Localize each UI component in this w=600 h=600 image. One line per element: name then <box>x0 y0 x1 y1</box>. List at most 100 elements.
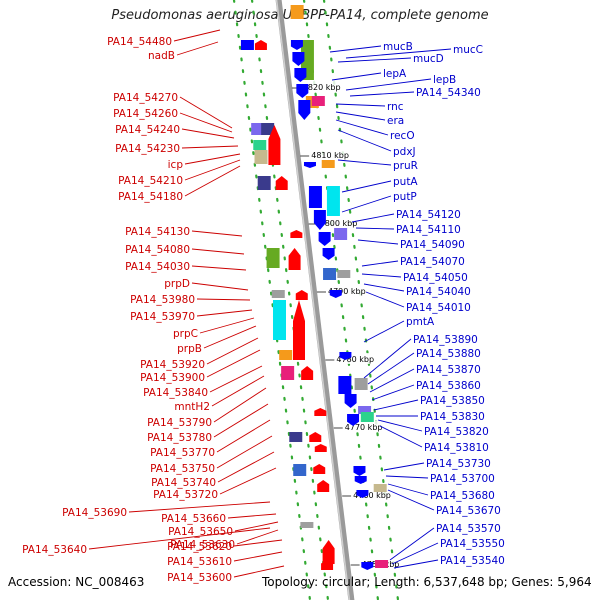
gene-block <box>373 484 387 492</box>
gene-block <box>308 186 322 208</box>
gene-label-right: PA14_54110 <box>396 224 461 236</box>
gene-leader-line <box>361 260 399 267</box>
gene-label-right: PA14_53730 <box>426 458 491 470</box>
gene-label-right: PA14_53570 <box>436 523 501 535</box>
gene-arrow <box>322 248 335 260</box>
gene-leader-line <box>191 265 247 271</box>
gene-arrow <box>317 480 330 492</box>
accession-label: Accession: NC_008463 <box>8 575 145 589</box>
gene-arrow <box>322 540 335 564</box>
gene-label-right: mucD <box>413 53 444 65</box>
gene-block <box>300 522 314 528</box>
gene-leader-line <box>349 91 415 97</box>
gene-label-right: lepB <box>433 74 456 86</box>
gene-label-left: prpD <box>164 278 190 290</box>
gene-label-left: PA14_54480 <box>107 36 172 48</box>
gene-label-right: PA14_53880 <box>416 348 481 360</box>
gene-label-left: PA14_53770 <box>150 447 215 459</box>
genome-backbone <box>275 0 355 600</box>
gene-label-right: pdxJ <box>393 146 416 158</box>
gene-leader-line <box>337 159 392 166</box>
gene-block <box>261 123 275 135</box>
gene-block <box>240 40 254 50</box>
gene-leader-line <box>206 349 261 378</box>
gene-arrow <box>361 562 374 570</box>
gene-leader-line <box>196 298 251 301</box>
gene-block <box>257 176 271 190</box>
gene-arrow <box>254 40 267 50</box>
gene-leader-line <box>217 451 275 483</box>
gene-leader-line <box>377 419 423 432</box>
gene-label-left: PA14_53920 <box>140 359 205 371</box>
gene-label-left: PA14_53650 <box>168 526 233 538</box>
gene-leader-line <box>233 565 285 578</box>
genome-backbone-highlight <box>275 0 351 600</box>
gene-label-right: PA14_54120 <box>396 209 461 221</box>
gene-leader-line <box>355 227 395 230</box>
gene-arrow <box>288 248 301 270</box>
gene-leader-line <box>184 153 241 165</box>
gene-label-right: putP <box>393 191 417 203</box>
kbp-tick-label: 4780 kbp <box>336 355 374 364</box>
kbp-tick-bg <box>342 421 383 432</box>
gene-block <box>293 464 307 476</box>
gene-leader-line <box>387 483 429 496</box>
gene-block <box>354 378 368 390</box>
gene-block <box>334 228 348 240</box>
gene-label-right: PA14_53700 <box>430 473 495 485</box>
gene-label-left: icp <box>168 159 184 171</box>
gene-arrow <box>314 444 327 452</box>
kbp-tick-label: 4770 kbp <box>345 423 383 432</box>
gene-label-right: rnc <box>387 101 404 113</box>
gene-arrow <box>275 176 288 190</box>
kbp-tick-bg <box>351 489 392 500</box>
gene-label-left: PA14_53740 <box>151 477 216 489</box>
gene-leader-line <box>335 103 386 107</box>
gene-arrow <box>313 210 326 230</box>
gene-leader-line <box>341 180 392 193</box>
gene-arrow <box>314 408 327 416</box>
gene-leader-line <box>391 542 439 565</box>
gene-leader-line <box>385 475 429 479</box>
gene-arrow <box>298 100 311 120</box>
kbp-tick-bg <box>309 149 350 160</box>
gene-leader-line <box>236 529 279 545</box>
gene-leader-line <box>363 283 405 292</box>
gene-label-right: recO <box>390 130 415 142</box>
gene-arrow <box>290 40 303 50</box>
gene-block <box>253 140 267 150</box>
gene-label-left: PA14_53620 <box>167 541 232 553</box>
gene-leader-line <box>363 320 405 343</box>
gene-label-left: PA14_53790 <box>147 417 212 429</box>
gene-block <box>279 350 293 360</box>
gene-leader-line <box>335 119 389 136</box>
gene-arrow <box>268 125 281 165</box>
gene-label-right: PA14_53890 <box>413 334 478 346</box>
kbp-tick-label: 4820 kbp <box>303 83 341 92</box>
kbp-tick-label: 4810 kbp <box>311 151 349 160</box>
gene-leader-line <box>191 248 245 255</box>
gene-block <box>375 560 389 568</box>
gene-arrow <box>309 432 322 442</box>
gene-label-left: PA14_53750 <box>150 463 215 475</box>
gene-leader-line <box>393 559 439 569</box>
gene-label-left: prpC <box>173 328 198 340</box>
gene-label-right: PA14_53540 <box>440 555 505 567</box>
gene-leader-line <box>379 425 423 448</box>
gene-leader-line <box>213 403 269 438</box>
gene-leader-line <box>341 195 392 213</box>
gene-label-left: mntH2 <box>174 401 210 413</box>
gene-leader-line <box>88 527 271 550</box>
gene-leader-line <box>181 145 239 149</box>
gene-block <box>271 290 285 298</box>
gene-label-right: pruR <box>393 160 418 172</box>
gene-label-left: PA14_54230 <box>115 143 180 155</box>
gene-arrow <box>321 560 334 570</box>
gene-label-right: PA14_54070 <box>400 256 465 268</box>
gene-arrow <box>296 84 309 98</box>
gene-block <box>290 5 304 19</box>
gene-arrow <box>313 464 326 474</box>
gene-arrow <box>292 52 305 66</box>
gene-leader-line <box>233 539 283 547</box>
